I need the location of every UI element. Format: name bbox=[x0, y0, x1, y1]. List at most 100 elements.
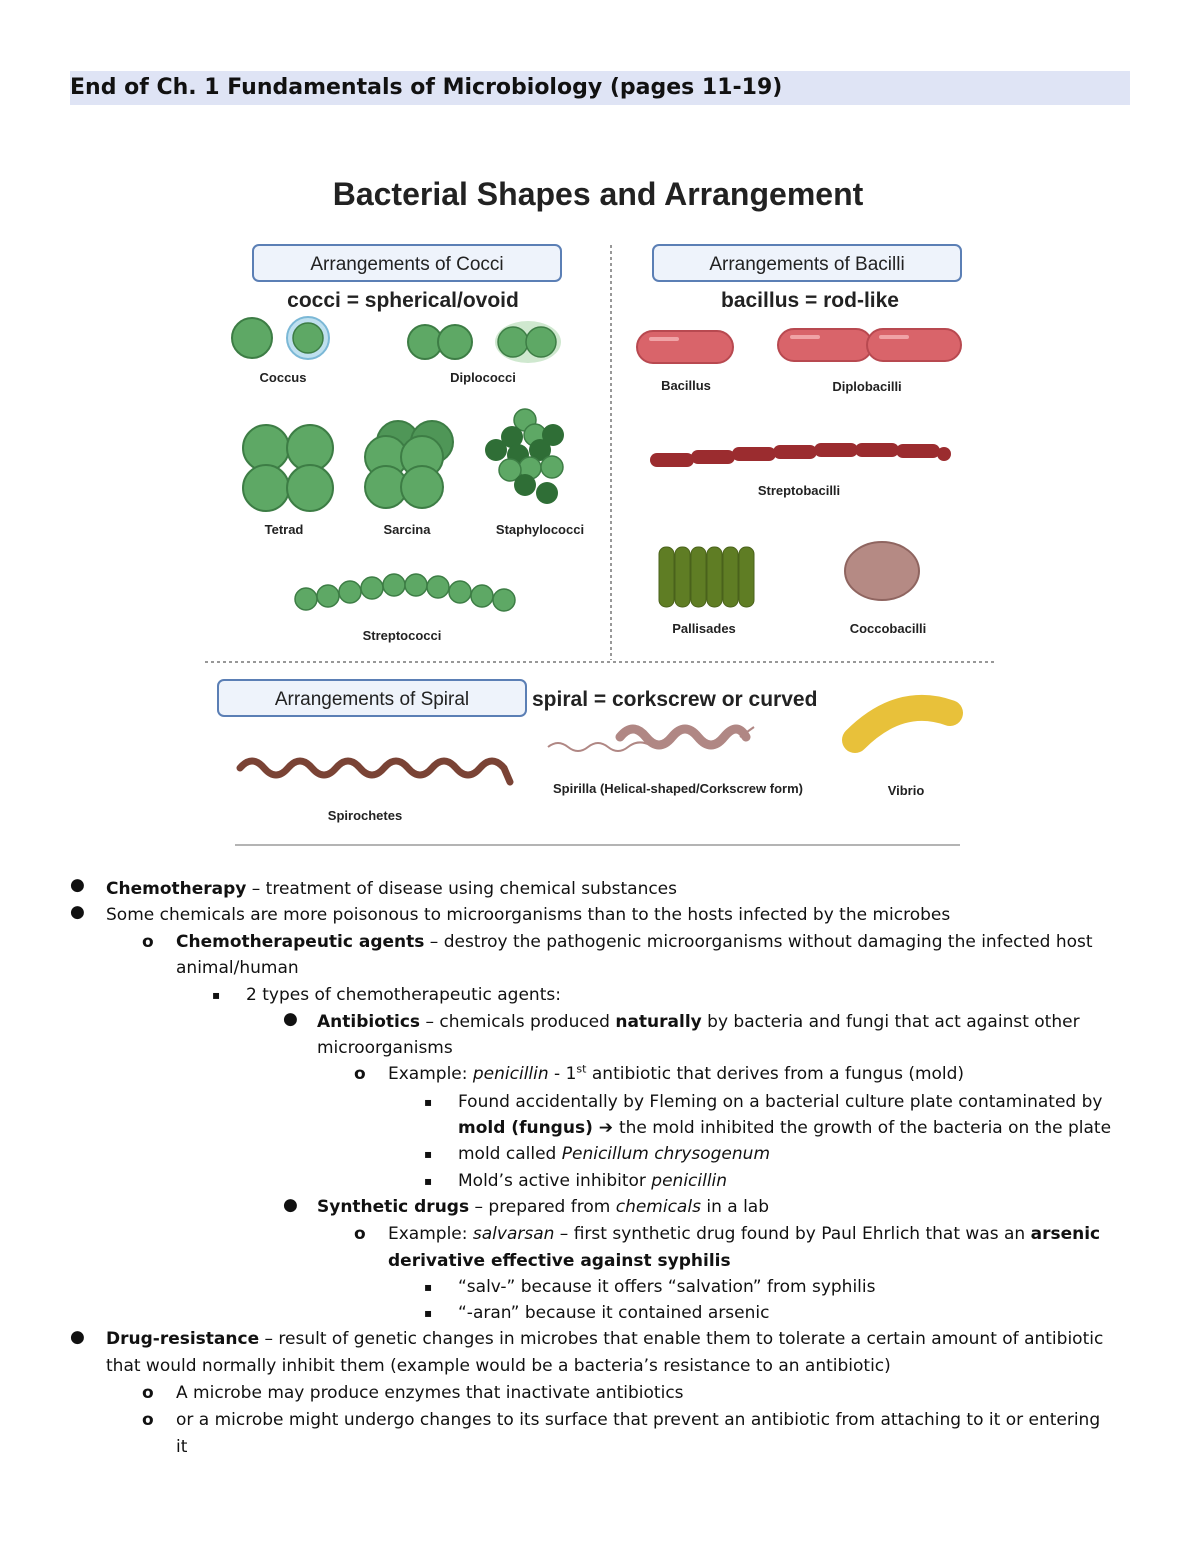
cocci-definition: cocci = spherical/ovoid bbox=[287, 289, 519, 312]
bullet-dot: ● bbox=[283, 1009, 298, 1029]
agents-definition-1: – destroy the pathogenic microorganisms … bbox=[424, 932, 1093, 952]
diplobacilli-label: Diplobacilli bbox=[832, 379, 901, 394]
note-agents: Chemotherapeutic agents – destroy the pa… bbox=[176, 929, 1093, 956]
synthetic-chemicals: chemicals bbox=[615, 1197, 701, 1217]
streptococci-label: Streptococci bbox=[363, 628, 442, 643]
figure-title: Bacterial Shapes and Arrangement bbox=[333, 176, 864, 212]
bacillus-label: Bacillus bbox=[661, 378, 711, 393]
cocci-box bbox=[252, 244, 562, 282]
fleming-result: the mold inhibited the growth of the bac… bbox=[618, 1118, 1112, 1138]
heading-bar: End of Ch. 1 Fundamentals of Microbiolog… bbox=[70, 71, 1130, 105]
note-mold-called: mold called Penicillum chrysogenum bbox=[458, 1141, 770, 1168]
coccobacilli-label: Coccobacilli bbox=[850, 621, 927, 636]
chemotherapy-definition: – treatment of disease using chemical su… bbox=[246, 879, 678, 899]
penicillin-term: penicillin bbox=[472, 1064, 549, 1084]
salvarsan-term: salvarsan bbox=[472, 1224, 555, 1244]
note-poison: Some chemicals are more poisonous to mic… bbox=[106, 905, 951, 925]
coccus-label: Coccus bbox=[260, 370, 307, 385]
spirochetes-label: Spirochetes bbox=[328, 808, 402, 823]
bullet-circle: o bbox=[142, 932, 154, 952]
spirilla-label: Spirilla (Helical-shaped/Corkscrew form) bbox=[553, 781, 803, 796]
cocci-box-label: Arrangements of Cocci bbox=[310, 254, 503, 275]
note-fleming-1: Found accidentally by Fleming on a bacte… bbox=[458, 1092, 1103, 1112]
bullet-dot: ● bbox=[70, 902, 85, 922]
agents-term: Chemotherapeutic agents bbox=[176, 932, 425, 952]
sarcina-illustration bbox=[364, 420, 454, 509]
synthetic-term: Synthetic drugs bbox=[317, 1197, 470, 1217]
drug-resistance-def-1: – result of genetic changes in microbes … bbox=[259, 1329, 1104, 1349]
tetrad-illustration bbox=[242, 424, 334, 512]
note-drug-resistance: Drug-resistance – result of genetic chan… bbox=[106, 1326, 1103, 1353]
antibiotics-term: Antibiotics bbox=[317, 1012, 421, 1032]
staphylococci-label: Staphylococci bbox=[496, 522, 584, 537]
bullet-dot: ● bbox=[70, 875, 85, 895]
arsenic-term: arsenic bbox=[1030, 1224, 1101, 1244]
note-fleming-2: mold (fungus) ➔ the mold inhibited the g… bbox=[458, 1115, 1111, 1142]
spiral-box bbox=[217, 679, 527, 717]
bullet-square: ▪ bbox=[424, 1147, 433, 1161]
mold-called-text: mold called bbox=[458, 1144, 562, 1164]
spiral-definition: spiral = corkscrew or curved bbox=[532, 688, 817, 711]
antibiotics-definition-b: by bacteria and fungi that act against o… bbox=[701, 1012, 1080, 1032]
note-salv: “salv-” because it offers “salvation” fr… bbox=[458, 1277, 876, 1297]
example-label: Example: bbox=[388, 1064, 473, 1084]
coccus-illustration bbox=[231, 316, 330, 360]
agents-definition-2: animal/human bbox=[176, 958, 299, 978]
note-active-inhibitor: Mold’s active inhibitor penicillin bbox=[458, 1168, 727, 1195]
spirochetes-illustration bbox=[236, 757, 514, 786]
penicillin-rest-b: antibiotic that derives from a fungus (m… bbox=[586, 1064, 965, 1084]
chemotherapy-term: Chemotherapy bbox=[106, 879, 247, 899]
diplobacilli-illustration bbox=[777, 328, 962, 362]
penicillin-rest-a: - 1 bbox=[548, 1064, 577, 1084]
penicillum-term: Penicillum chrysogenum bbox=[561, 1144, 770, 1164]
example-label-2: Example: bbox=[388, 1224, 473, 1244]
streptococci-illustration bbox=[294, 573, 516, 612]
coccobacilli-illustration bbox=[844, 541, 920, 601]
synthetic-def-b: in a lab bbox=[700, 1197, 769, 1217]
bullet-dot: ● bbox=[70, 1327, 85, 1347]
arsenic-line-2: derivative effective against syphilis bbox=[388, 1248, 731, 1275]
note-synthetic: Synthetic drugs – prepared from chemical… bbox=[317, 1194, 769, 1221]
bacilli-box-label: Arrangements of Bacilli bbox=[709, 254, 904, 275]
streptobacilli-label: Streptobacilli bbox=[758, 483, 840, 498]
pallisades-label: Pallisades bbox=[672, 621, 736, 636]
note-surface-1: or a microbe might undergo changes to it… bbox=[176, 1410, 1101, 1430]
bullet-square: ▪ bbox=[424, 1174, 433, 1188]
penicillin-term-2: penicillin bbox=[651, 1171, 728, 1191]
pallisades-illustration bbox=[658, 546, 755, 608]
active-inhibitor-text: Mold’s active inhibitor bbox=[458, 1171, 652, 1191]
bacilli-box bbox=[652, 244, 962, 282]
vibrio-illustration bbox=[842, 694, 963, 753]
note-chemotherapy: Chemotherapy – treatment of disease usin… bbox=[106, 876, 677, 903]
bacterial-shapes-figure: Bacterial Shapes and Arrangement Arrange… bbox=[205, 176, 997, 846]
penicillin-superscript: st bbox=[576, 1062, 587, 1076]
antibiotics-definition-2: microorganisms bbox=[317, 1038, 453, 1058]
note-penicillin-example: Example: penicillin - 1st antibiotic tha… bbox=[388, 1061, 964, 1088]
vibrio-label: Vibrio bbox=[888, 783, 925, 798]
antibiotics-definition-a: – chemicals produced bbox=[420, 1012, 616, 1032]
mold-fungus-term: mold (fungus) bbox=[458, 1118, 593, 1138]
bullet-circle: o bbox=[354, 1224, 366, 1244]
bullet-square: ▪ bbox=[424, 1306, 433, 1320]
arrow-icon: ➔ bbox=[592, 1118, 619, 1138]
bullet-circle: o bbox=[354, 1064, 366, 1084]
spiral-box-label: Arrangements of Spiral bbox=[275, 689, 469, 710]
sarcina-label: Sarcina bbox=[384, 522, 432, 537]
bullet-circle: o bbox=[142, 1410, 154, 1430]
bullet-dot: ● bbox=[283, 1195, 298, 1215]
diplococci-illustration bbox=[407, 321, 561, 363]
page-heading: End of Ch. 1 Fundamentals of Microbiolog… bbox=[70, 75, 783, 100]
bullet-square: ▪ bbox=[424, 1095, 433, 1109]
tetrad-label: Tetrad bbox=[265, 522, 304, 537]
spirilla-illustration bbox=[547, 724, 755, 752]
drug-resistance-def-2: that would normally inhibit them (exampl… bbox=[106, 1356, 891, 1376]
note-antibiotics: Antibiotics – chemicals produced natural… bbox=[317, 1009, 1080, 1036]
streptobacilli-illustration bbox=[650, 443, 951, 467]
drug-resistance-term: Drug-resistance bbox=[106, 1329, 260, 1349]
note-aran: “-aran” because it contained arsenic bbox=[458, 1303, 770, 1323]
bacilli-definition: bacillus = rod-like bbox=[721, 289, 899, 312]
salvarsan-rest: – first synthetic drug found by Paul Ehr… bbox=[554, 1224, 1031, 1244]
bacillus-illustration bbox=[636, 330, 734, 364]
note-two-types: 2 types of chemotherapeutic agents: bbox=[246, 985, 561, 1005]
diplococci-label: Diplococci bbox=[450, 370, 516, 385]
